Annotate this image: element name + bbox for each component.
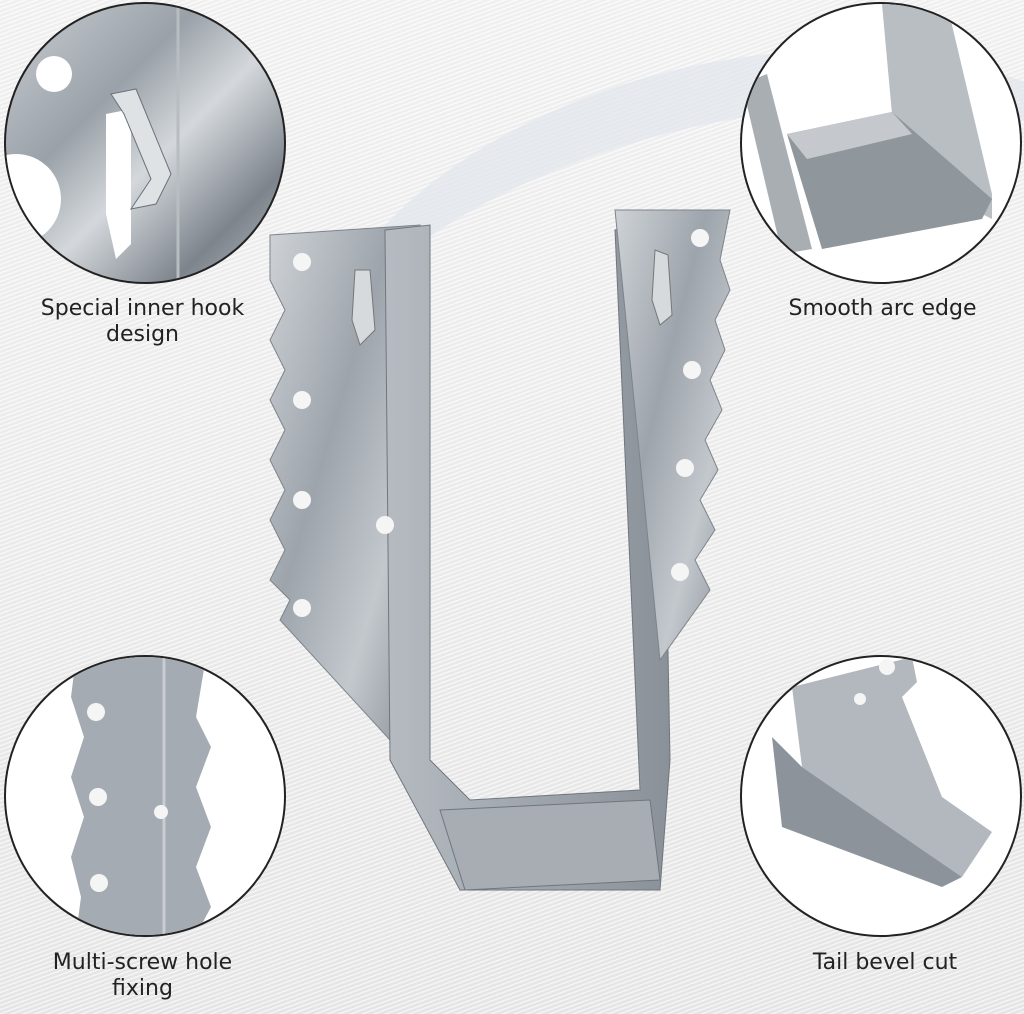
- detail-circle-multi-screw-hole: [4, 655, 286, 937]
- detail-circle-inner-hook: [4, 2, 286, 284]
- detail-circle-smooth-arc-edge: [740, 2, 1022, 284]
- multi-screw-hole-detail-image: [71, 657, 211, 935]
- tail-bevel-cut-detail-image: [772, 657, 992, 887]
- feature-label-tail-bevel-cut: Tail bevel cut: [790, 950, 980, 976]
- joist-hanger-illustration: [269, 209, 731, 891]
- label-line-1: Smooth arc edge: [788, 296, 977, 321]
- label-line-2: design: [106, 322, 179, 347]
- inner-hook-detail-image: [6, 4, 180, 282]
- label-line-1: Tail bevel cut: [812, 950, 958, 975]
- label-line-2: fixing: [112, 976, 173, 1001]
- smooth-arc-edge-detail-image: [742, 4, 992, 254]
- feature-label-multi-screw-hole: Multi-screw hole fixing: [30, 950, 255, 1002]
- feature-label-smooth-arc-edge: Smooth arc edge: [770, 296, 995, 322]
- feature-label-inner-hook: Special inner hook design: [20, 296, 265, 348]
- label-line-1: Multi-screw hole: [52, 950, 233, 975]
- detail-circle-tail-bevel-cut: [740, 655, 1022, 937]
- label-line-1: Special inner hook: [40, 296, 245, 321]
